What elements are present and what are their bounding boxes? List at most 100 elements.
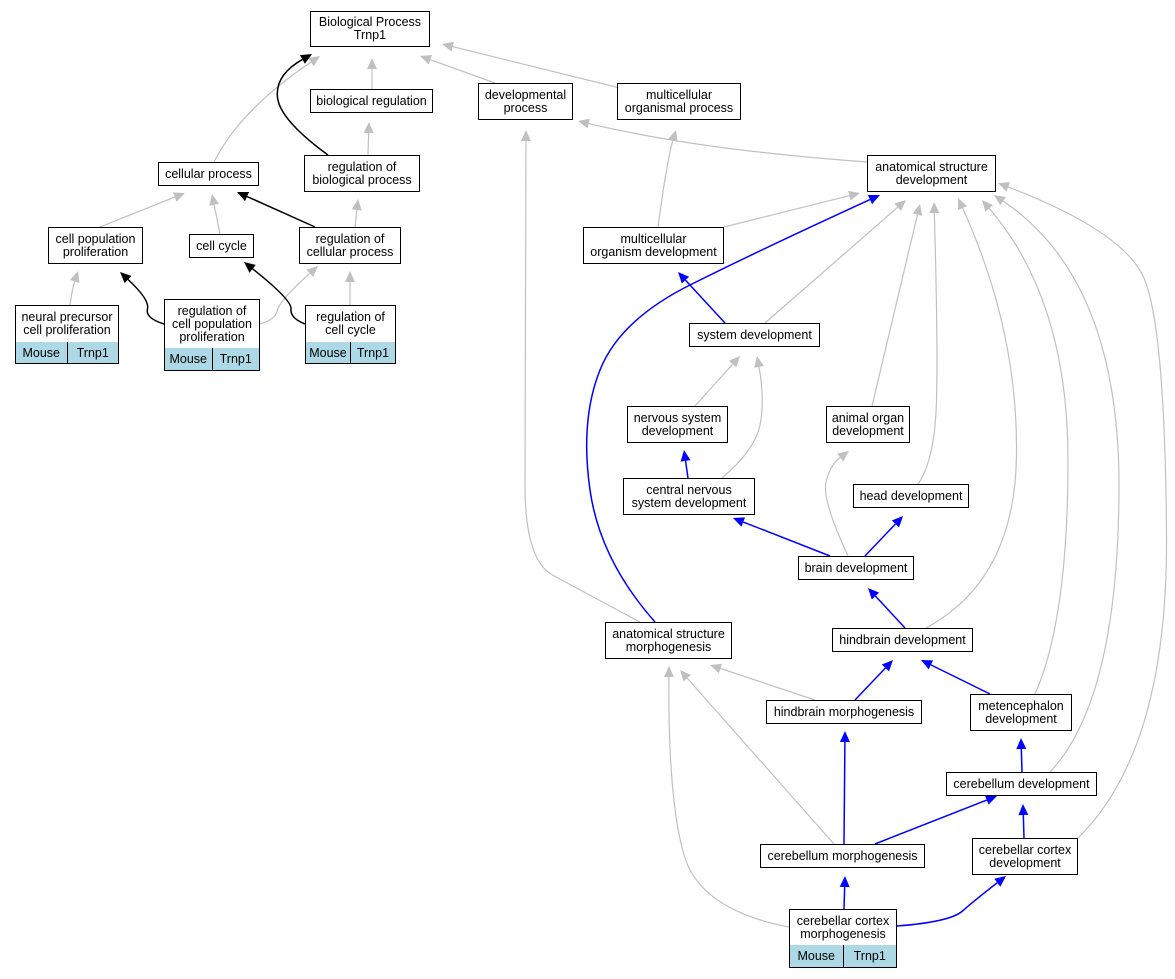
edge-multiproc-to-bp	[452, 46, 621, 89]
node-central-nervous-system-development[interactable]: central nervous system development	[623, 478, 755, 515]
arrowhead-cnsd-to-sysdev	[754, 356, 764, 368]
edge-cnsd-to-sysdev	[721, 366, 763, 479]
node-regulation-of-cell-cycle[interactable]: regulation of cell cycle	[305, 305, 396, 343]
node-system-development[interactable]: system development	[689, 323, 820, 347]
arrowhead-regcellpop-to-regcell	[306, 266, 318, 278]
arrowhead-bioreg-to-bp	[367, 58, 377, 69]
gene-cell[interactable]: Trnp1	[66, 342, 118, 363]
arrowhead-braindev-to-aod	[837, 451, 849, 462]
node-anatomical-structure-development[interactable]: anatomical structure development	[867, 155, 996, 192]
node-head-development[interactable]: head development	[853, 484, 969, 508]
node-regulation-of-cellular-process[interactable]: regulation of cellular process	[299, 227, 401, 264]
edge-cbmorph-to-cbdev	[874, 799, 988, 845]
edge-metdev-to-hinddev	[930, 664, 991, 695]
edge-cbdev-to-metdev	[1020, 748, 1023, 773]
node-cell-cycle[interactable]: cell cycle	[189, 234, 254, 258]
edge-cnsd-to-nsd	[684, 460, 689, 479]
arrowhead-asm-to-devproc	[520, 130, 531, 142]
node-animal-organ-development[interactable]: animal organ development	[826, 406, 910, 443]
edge-metdev-to-asd	[988, 207, 1069, 695]
arrowhead-regbio-to-bioreg	[363, 122, 374, 134]
node-cerebellum-development[interactable]: cerebellum development	[946, 772, 1097, 796]
edge-braindev-to-aod	[824, 457, 849, 557]
edge-sysdev-to-mod	[684, 279, 726, 324]
node-cerebellar-cortex-development[interactable]: cerebellar cortex development	[972, 838, 1078, 875]
node-cerebellar-cortex-morphogenesis[interactable]: cerebellar cortex morphogenesis	[789, 909, 897, 946]
node-biological-process[interactable]: Biological Process Trnp1	[310, 11, 430, 47]
edge-cellproc-to-bp	[213, 61, 312, 163]
node-neural-precursor-cell-proliferation[interactable]: neural precursor cell proliferation	[15, 305, 119, 343]
arrowhead-hindmorph-to-asm	[710, 663, 723, 674]
gene-cell[interactable]: Trnp1	[350, 342, 395, 363]
edge-cbmorph-to-asm	[686, 677, 835, 845]
edge-neural-to-cellpop	[69, 281, 76, 306]
edge-regcell-to-regbio	[354, 209, 358, 228]
edge-asm-to-asd	[585, 198, 871, 623]
arrowhead-cbdev-to-asd	[994, 195, 1006, 206]
node-biological-regulation[interactable]: biological regulation	[310, 89, 433, 113]
edge-regcellpop-to-cellpop	[127, 278, 165, 325]
node-anatomical-structure-morphogenesis[interactable]: anatomical structure morphogenesis	[605, 622, 732, 659]
edge-sysdev-to-asd	[764, 206, 899, 324]
gene-annotation-row: Mouse Trnp1	[789, 945, 897, 968]
node-hindbrain-morphogenesis[interactable]: hindbrain morphogenesis	[766, 700, 922, 724]
edge-cbcortmorph-to-cbmorph	[843, 886, 846, 910]
node-cerebellum-morphogenesis[interactable]: cerebellum morphogenesis	[760, 844, 925, 868]
edge-braindev-to-cnsd	[742, 521, 831, 557]
edge-asm-to-devproc	[524, 140, 641, 623]
node-developmental-process[interactable]: developmental process	[478, 83, 573, 120]
arrowhead-metdev-to-hinddev	[921, 660, 934, 670]
arrowhead-braindev-to-headdev	[891, 516, 903, 528]
node-nervous-system-development[interactable]: nervous system development	[627, 406, 728, 443]
arrowhead-nsd-to-sysdev	[728, 356, 740, 368]
edge-regbio-to-bp	[276, 58, 329, 156]
arrowhead-cbmorph-to-asm	[680, 670, 692, 682]
gene-annotation-row: Mouse Trnp1	[15, 342, 119, 364]
node-metencephalon-development[interactable]: metencephalon development	[970, 694, 1072, 731]
species-cell[interactable]: Mouse	[306, 342, 350, 363]
arrowhead-sysdev-to-asd	[894, 200, 906, 211]
node-cell-population-proliferation[interactable]: cell population proliferation	[48, 227, 143, 264]
node-multicellular-organismal-process[interactable]: multicellular organismal process	[617, 83, 741, 120]
node-multicellular-organism-development[interactable]: multicellular organism development	[583, 227, 724, 264]
node-cellular-process[interactable]: cellular process	[158, 162, 259, 186]
arrowhead-regbio-to-bp	[299, 54, 312, 64]
edge-regcellpop-to-regcell	[259, 272, 311, 325]
edge-regbio-to-bioreg	[367, 132, 370, 156]
gene-cell[interactable]: Trnp1	[842, 945, 896, 967]
node-regulation-of-cell-population-proliferation[interactable]: regulation of cell population proliferat…	[164, 299, 260, 349]
arrowhead-cbdev-to-metdev	[1016, 738, 1027, 750]
edge-aod-to-asd	[871, 214, 919, 407]
node-brain-development[interactable]: brain development	[798, 556, 914, 580]
arrowhead-mod-to-multiproc	[668, 130, 678, 142]
species-cell[interactable]: Mouse	[790, 945, 843, 967]
arrowhead-neural-to-cellpop	[69, 271, 80, 283]
edge-cbcortmorph-to-asm	[668, 676, 790, 928]
arrowhead-cellpop-to-cellproc	[172, 192, 185, 202]
edge-mod-to-asd	[723, 195, 850, 228]
arrowhead-cellcycle-to-cellproc	[209, 194, 220, 206]
gene-cell[interactable]: Trnp1	[211, 348, 259, 370]
arrowhead-multiproc-to-bp	[442, 41, 454, 52]
gene-annotation-row: Mouse Trnp1	[305, 342, 396, 364]
edge-devproc-to-bp	[430, 59, 496, 84]
species-cell[interactable]: Mouse	[16, 342, 67, 363]
edge-braindev-to-headdev	[864, 523, 896, 557]
arrowhead-aod-to-asd	[912, 204, 923, 216]
gene-annotation-row: Mouse Trnp1	[164, 348, 260, 371]
arrowhead-regcellpop-to-cellpop	[120, 272, 132, 284]
arrowhead-cbcortmorph-to-cbmorph	[839, 876, 850, 888]
node-regulation-of-biological-process[interactable]: regulation of biological process	[304, 155, 420, 192]
arrowhead-cellproc-to-bp	[308, 56, 320, 67]
arrowhead-cbcortmorph-to-asm	[663, 666, 674, 678]
edge-cbcortdev-to-asd	[1008, 186, 1168, 839]
species-cell[interactable]: Mouse	[165, 348, 212, 370]
arrowhead-headdev-to-asd	[929, 202, 940, 214]
arrowhead-braindev-to-cnsd	[733, 517, 746, 527]
node-hindbrain-development[interactable]: hindbrain development	[832, 628, 973, 652]
edge-hinddev-to-braindev	[874, 595, 906, 629]
edge-mod-to-multiproc	[657, 140, 674, 228]
edge-regcc-to-cellcycle	[252, 268, 306, 325]
arrowhead-regcell-to-cellproc	[237, 191, 250, 202]
